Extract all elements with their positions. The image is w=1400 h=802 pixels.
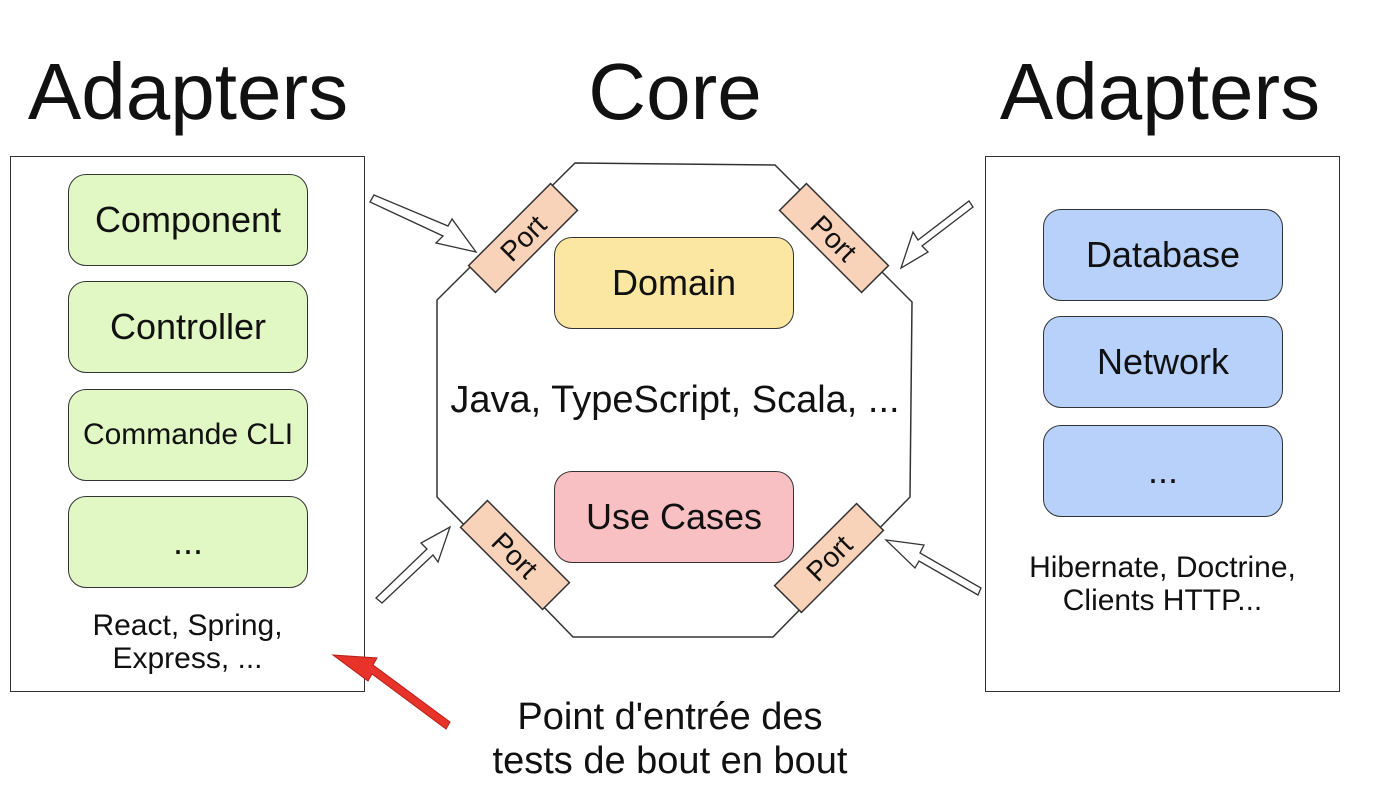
controller-box: Controller [68,281,308,373]
right-note-line-2: Clients HTTP... [1062,584,1263,617]
right-adapters-panel: Database Network ... Hibernate, Doctrine… [985,156,1340,692]
core-languages-text: Java, TypeScript, Scala, ... [450,379,900,421]
right-adapters-heading: Adapters [999,47,1321,136]
domain-box: Domain [554,237,794,329]
more-left-adapters-box: ... [68,496,308,588]
arrow-left-bottom [375,525,452,604]
entry-point-note-line-2: tests de bout en bout [492,740,848,782]
core-heading: Core [588,47,762,136]
entry-point-note-line-1: Point d'entrée des [517,696,823,738]
entry-point-note: Point d'entrée des tests de bout en bout [460,695,880,783]
right-note-line-1: Hibernate, Doctrine, [1029,551,1296,584]
more-right-adapters-box: ... [1043,425,1283,517]
port-top-right-label: Port [805,209,863,267]
left-adapters-heading: Adapters [27,47,349,136]
arrow-right-top [899,200,974,270]
network-box: Network [1043,316,1283,408]
left-adapters-panel: Component Controller Commande CLI ... Re… [10,156,365,692]
arrow-right-bottom [884,539,982,596]
port-bottom-right-label: Port [800,529,858,587]
component-box: Component [68,174,308,266]
arrow-left-top [369,194,478,254]
left-adapters-note: React, Spring, Express, ... [11,609,364,675]
left-note-line-1: React, Spring, [92,609,283,642]
port-top-right: Port [778,182,890,294]
commande-cli-box: Commande CLI [68,389,308,481]
right-adapters-note: Hibernate, Doctrine, Clients HTTP... [986,551,1339,617]
left-note-line-2: Express, ... [112,642,263,675]
port-top-left-label: Port [494,209,552,267]
port-bottom-left-label: Port [486,526,544,584]
use-cases-box: Use Cases [554,471,794,563]
database-box: Database [1043,209,1283,301]
